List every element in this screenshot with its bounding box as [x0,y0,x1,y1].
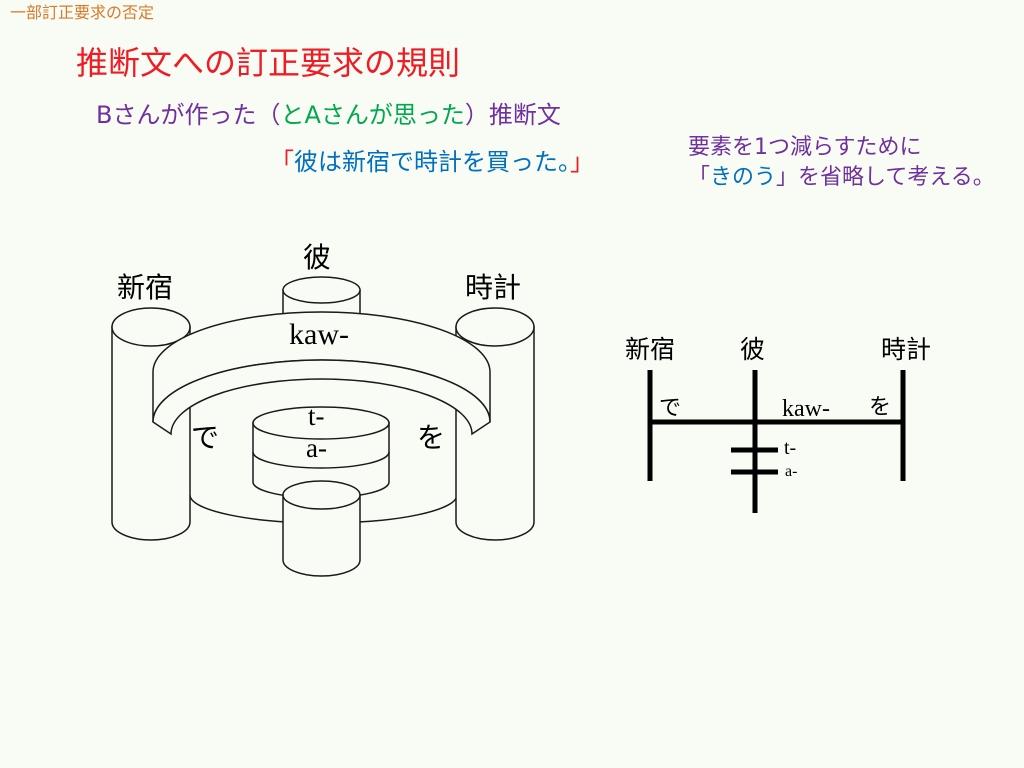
note-keyword: きのう [710,165,777,190]
cyl-label-kare: 彼 [303,241,332,274]
cyl-label-particle-de: で [191,421,220,454]
note-rest: 」を省略して考える。 [776,165,995,190]
bottom-cylinder-top [282,480,361,510]
subtitle: Bさんが作った（とAさんが思った）推断文 [96,103,561,127]
bottom-cylinder-body [282,494,361,577]
cyl-label-tense-a: a- [306,433,327,463]
subtitle-suffix: ）推断文 [464,101,561,129]
cyl-label-tense-t: t- [308,401,325,431]
line-label-tense-t: t- [784,437,797,459]
section-label: 一部訂正要求の否定 [10,3,155,22]
line-label-particle-de: で [659,396,682,421]
cyl-label-verb: kaw- [289,318,349,351]
cyl-label-tokei: 時計 [465,271,522,304]
note-line-1: 要素を1つ減らすために [688,135,922,160]
ring-inner-wall [152,359,491,436]
note-line-2: 「きのう」を省略して考える。 [688,163,995,193]
line-label-particle-wo: を [869,395,892,420]
line-label-shinjuku: 新宿 [625,335,676,364]
line-label-tense-a: a- [785,463,798,480]
line-label-tokei: 時計 [881,335,932,364]
cyl-label-shinjuku: 新宿 [117,271,174,304]
subtitle-a-thought: とAさんが思った [280,101,465,129]
top-cylinder-top [282,276,361,304]
cylinder-diagram [111,276,535,577]
line-label-verb: kaw- [782,396,830,422]
left-cylinder-top [111,307,191,347]
example-text: 彼は新宿で時計を買った。 [294,148,570,176]
line-diagram [647,370,906,513]
right-cylinder-top [455,307,535,347]
example-close-bracket: 」 [570,148,594,176]
example-sentence: 「彼は新宿で時計を買った。」 [270,150,594,174]
note: 要素を1つ減らすために 「きのう」を省略して考える。 [688,133,995,193]
tense-stack-top [252,406,390,440]
slide-title: 推断文への訂正要求の規則 [76,44,461,82]
tense-stack-divider [252,451,390,469]
example-open-bracket: 「 [270,148,294,176]
cyl-label-particle-wo: を [417,421,446,454]
subtitle-b-made: Bさんが作った（ [96,101,281,129]
note-open-bracket: 「 [688,165,711,190]
line-label-kare: 彼 [740,335,766,364]
